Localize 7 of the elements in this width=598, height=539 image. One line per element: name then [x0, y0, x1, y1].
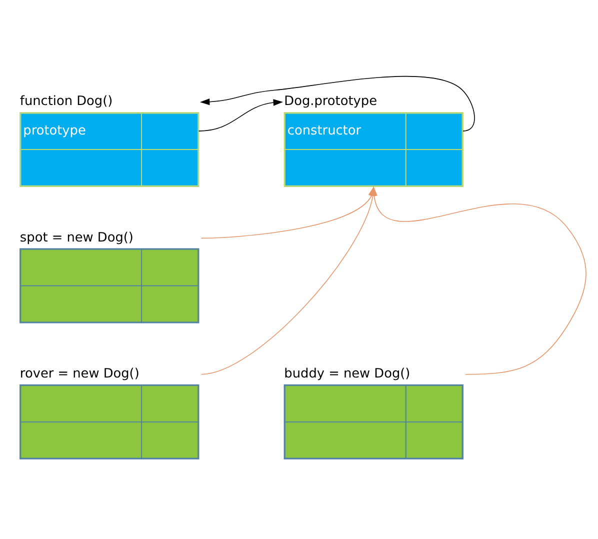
node-label: function Dog() [20, 94, 113, 109]
node-label: rover = new Dog() [20, 366, 140, 381]
arrow [198, 98, 283, 131]
arrow [200, 75, 475, 131]
node-label: buddy = new Dog() [284, 366, 410, 381]
node-label: Dog.prototype [284, 94, 377, 109]
node-label: spot = new Dog() [20, 230, 134, 245]
